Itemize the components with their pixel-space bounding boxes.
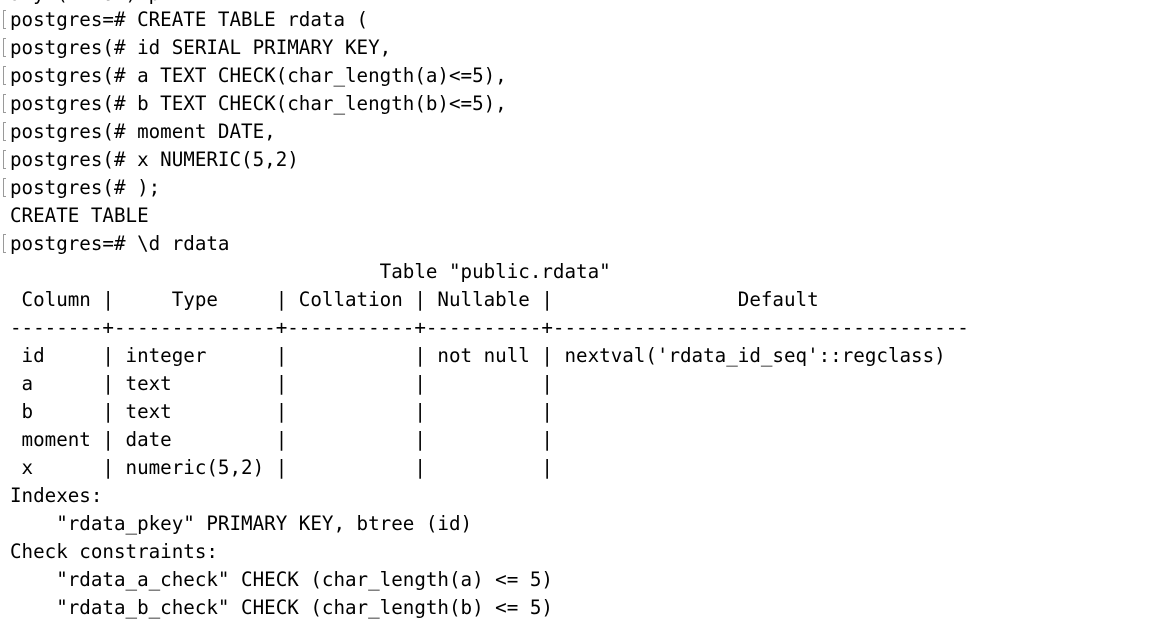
table-row: id | integer | | not null | nextval('rda… <box>10 344 946 367</box>
prompt-mark <box>3 178 6 197</box>
command-line: postgres(# b TEXT CHECK(char_length(b)<=… <box>10 92 507 115</box>
prompt-mark <box>3 150 6 169</box>
command-line: postgres(# ); <box>10 176 161 199</box>
command-result: CREATE TABLE <box>10 204 149 227</box>
table-title: Table "public.rdata" <box>10 260 611 283</box>
table-header: Column | Type | Collation | Nullable | D… <box>10 288 819 311</box>
prompt-mark <box>3 234 6 253</box>
prompt-mark <box>3 38 6 57</box>
prompt-mark <box>3 10 6 29</box>
command-line: postgres(# a TEXT CHECK(char_length(a)<=… <box>10 64 507 87</box>
command-line: postgres(# x NUMERIC(5,2) <box>10 148 299 171</box>
prompt-mark <box>3 122 6 141</box>
prompt-mark <box>3 94 6 113</box>
table-row: a | text | | | <box>10 372 553 395</box>
indexes-heading: Indexes: <box>10 484 103 507</box>
checks-heading: Check constraints: <box>10 540 218 563</box>
describe-command: postgres=# \d rdata <box>10 232 230 255</box>
table-row: x | numeric(5,2) | | | <box>10 456 553 479</box>
command-line: postgres=# CREATE TABLE rdata ( <box>10 8 369 31</box>
table-separator: --------+--------------+-----------+----… <box>10 316 969 339</box>
command-line: postgres(# id SERIAL PRIMARY KEY, <box>10 36 392 59</box>
prompt-mark <box>3 66 6 85</box>
clipped-output-line: ary (1 row) p <box>10 0 160 8</box>
check-entry: "rdata_a_check" CHECK (char_length(a) <=… <box>10 568 553 591</box>
table-row: b | text | | | <box>10 400 553 423</box>
index-entry: "rdata_pkey" PRIMARY KEY, btree (id) <box>10 512 473 535</box>
table-row: moment | date | | | <box>10 428 553 451</box>
check-entry: "rdata_b_check" CHECK (char_length(b) <=… <box>10 596 553 619</box>
command-line: postgres(# moment DATE, <box>10 120 276 143</box>
